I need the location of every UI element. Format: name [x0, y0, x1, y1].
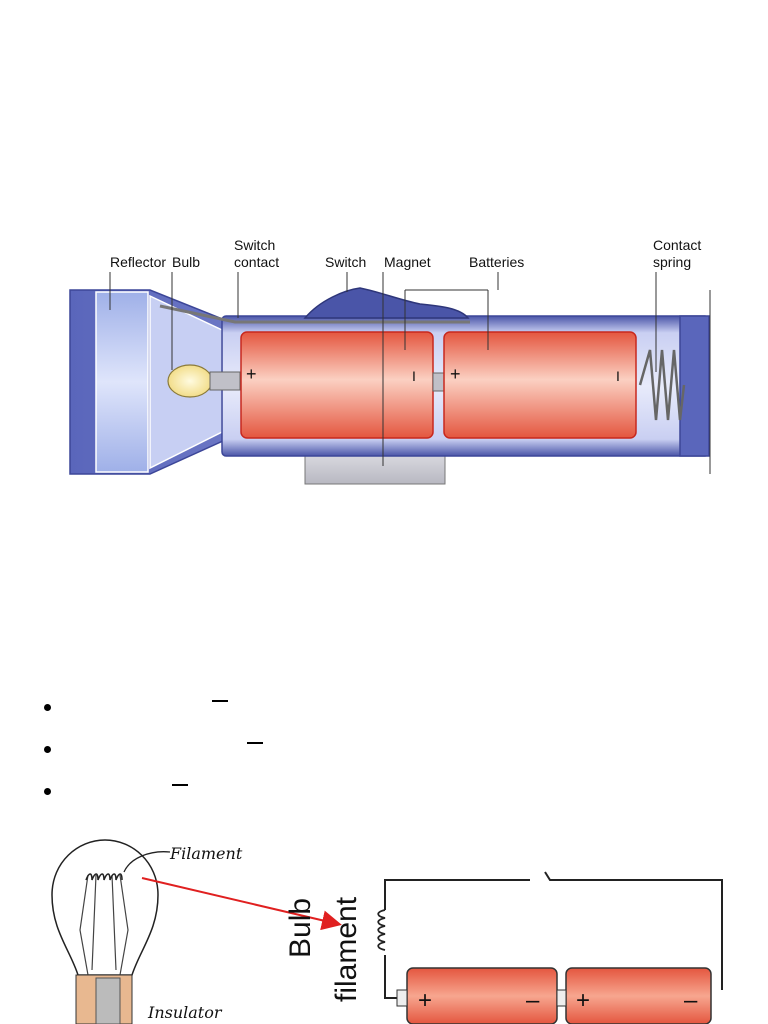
battery-1-plus: +	[246, 364, 257, 384]
circuit-battery-1-minus: –	[526, 987, 540, 1014]
filament-label: Filament	[170, 844, 243, 863]
contact-spring	[638, 349, 686, 421]
flashlight-diagram	[69, 272, 711, 485]
label-contact-spring-2: spring	[653, 254, 692, 270]
circuit-filament-label: filament	[330, 896, 363, 1002]
bulb	[167, 364, 213, 398]
bulb-sketch-filament-wires	[79, 874, 129, 976]
switch	[303, 287, 470, 319]
battery-1-minus: I	[412, 368, 416, 384]
label-switch-contact-1: Switch	[234, 237, 276, 253]
circuit-battery-2-plus: +	[576, 987, 591, 1014]
label-bulb: Bulb	[172, 254, 201, 270]
bulb-sketch-glass	[51, 839, 159, 976]
circuit-bulb-label: Bulb	[284, 897, 317, 958]
red-arrow	[141, 877, 342, 931]
battery-1-nub	[432, 372, 446, 392]
battery-1	[240, 331, 434, 439]
bullet-dot	[44, 788, 51, 795]
circuit-wire	[384, 871, 723, 999]
insulator-label: Insulator	[148, 1003, 222, 1022]
bulb-sketch-filament	[85, 873, 123, 881]
bullet-item	[40, 690, 440, 732]
switch-contact-strip	[159, 304, 470, 324]
bulb-base	[209, 371, 241, 391]
reflector	[95, 291, 149, 473]
circuit-battery-1-plus: +	[418, 987, 433, 1014]
bullet-list	[40, 690, 440, 816]
label-switch-contact-2: contact	[234, 254, 280, 270]
bullet-dot	[44, 704, 51, 711]
label-contact-spring-1: Contact	[653, 237, 702, 253]
label-switch: Switch	[325, 254, 367, 270]
label-reflector: Reflector	[110, 254, 167, 270]
circuit-battery-1-nub	[396, 989, 408, 1007]
battery-2-plus: +	[450, 364, 461, 384]
bullet-dash	[172, 784, 188, 786]
circuit-battery-2-nub	[556, 989, 567, 1007]
filament-label-pointer	[123, 851, 171, 873]
bullet-dot	[44, 746, 51, 753]
circuit-filament-coil	[377, 909, 386, 951]
circuit-battery-2-minus: –	[684, 987, 698, 1014]
bullet-dash	[212, 700, 228, 702]
bullet-item	[40, 774, 440, 816]
circuit-diagram	[51, 839, 723, 1024]
bullet-item	[40, 732, 440, 774]
bulb-sketch-insulator	[95, 977, 121, 1024]
leader-lines	[109, 272, 711, 474]
bullet-dash	[247, 742, 263, 744]
battery-2	[443, 331, 637, 439]
battery-2-minus: I	[616, 368, 620, 384]
label-batteries: Batteries	[469, 254, 525, 270]
label-magnet: Magnet	[384, 254, 431, 270]
